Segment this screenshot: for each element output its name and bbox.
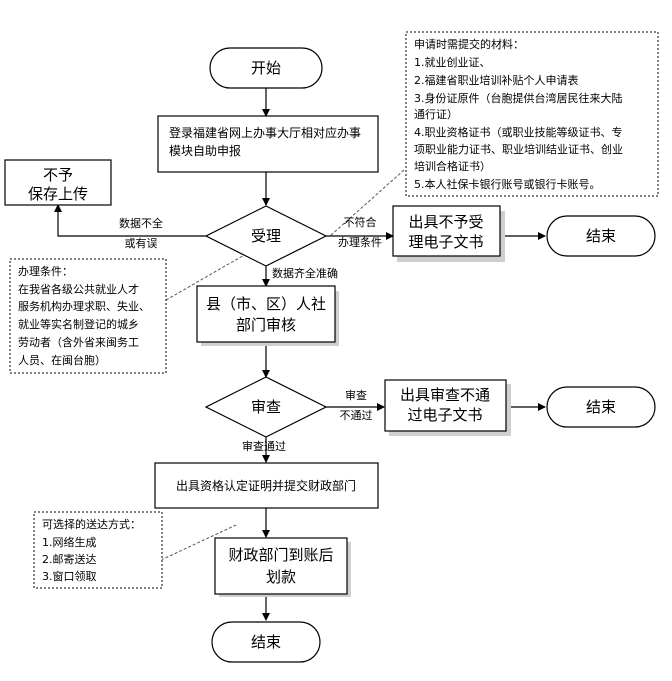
certify-node: 出具资格认定证明并提交财政部门 xyxy=(154,462,379,509)
connectors xyxy=(54,88,546,621)
login-line-1: 登录福建省网上办事大厅相对应办事 xyxy=(169,125,361,140)
login-node: 登录福建省网上办事大厅相对应办事 模块自助申报 xyxy=(157,115,379,173)
label-review-pass: 审查通过 xyxy=(242,439,286,453)
delivery-line-1: 1.网络生成 xyxy=(42,535,97,549)
conditions-line-1: 在我省各级公共就业人才 xyxy=(18,282,139,296)
reject-doc-line-2: 理电子文书 xyxy=(408,233,483,251)
end-label-2: 结束 xyxy=(586,398,616,416)
conditions-line-3: 就业等实名制登记的城乡 xyxy=(18,317,139,331)
materials-line-4: 通行证） xyxy=(414,108,458,121)
materials-line-5: 4.职业资格证书（或职业技能等级证书、专 xyxy=(414,125,623,139)
login-line-2: 模块自助申报 xyxy=(169,143,241,158)
label-complete: 数据齐全准确 xyxy=(272,266,338,280)
materials-line-0: 申请时需提交的材料： xyxy=(414,37,524,51)
materials-line-1: 1.就业创业证、 xyxy=(414,55,491,69)
reject-save-node: 不予 保存上传 xyxy=(4,159,112,206)
materials-note: 申请时需提交的材料： 1.就业创业证、 2.福建省职业培训补贴个人申请表 3.身… xyxy=(405,31,659,197)
reject-doc-line-1: 出具不予受 xyxy=(408,213,483,231)
label-review-fail-1: 审查 xyxy=(345,388,367,402)
reject-save-line-2: 保存上传 xyxy=(28,185,88,203)
materials-line-2: 2.福建省职业培训补贴个人申请表 xyxy=(414,73,579,87)
materials-line-6: 项职业能力证书、职业培训结业证书、创业 xyxy=(414,142,623,156)
delivery-line-2: 2.邮寄送达 xyxy=(42,552,97,566)
label-incomplete-2: 或有误 xyxy=(125,236,158,250)
reject-doc-node: 出具不予受 理电子文书 xyxy=(392,205,505,262)
county-line-2: 部门审核 xyxy=(236,316,296,334)
delivery-line-3: 3.窗口领取 xyxy=(42,569,97,583)
conditions-line-4: 劳动者（含外省来闽务工 xyxy=(18,335,139,349)
reject-save-line-1: 不予 xyxy=(43,166,73,184)
label-not-meet-1: 不符合 xyxy=(344,215,377,229)
review-fail-doc-line-2: 过电子文书 xyxy=(407,406,482,424)
callout-lines xyxy=(160,169,405,561)
label-review-fail-2: 不通过 xyxy=(340,409,373,422)
review-fail-doc-node: 出具审查不通 过电子文书 xyxy=(384,379,511,436)
materials-line-8: 5.本人社保卡银行账号或银行卡账号。 xyxy=(414,177,601,191)
conditions-line-5: 人员、在闽台胞） xyxy=(18,353,106,367)
start-node: 开始 xyxy=(209,47,323,89)
start-label: 开始 xyxy=(251,59,281,77)
delivery-line-0: 可选择的送达方式： xyxy=(42,517,141,531)
label-incomplete-1: 数据不全 xyxy=(119,216,163,230)
finance-line-1: 财政部门到账后 xyxy=(228,546,333,564)
label-not-meet-2: 办理条件 xyxy=(338,235,382,249)
certify-label: 出具资格认定证明并提交财政部门 xyxy=(176,478,356,493)
materials-line-3: 3.身份证原件（台胞提供台湾居民往来大陆 xyxy=(414,91,623,105)
review-decision: 审查 xyxy=(204,376,328,438)
accept-label: 受理 xyxy=(251,227,281,245)
finance-node: 财政部门到账后 划款 xyxy=(214,537,351,597)
county-line-1: 县（市、区）人社 xyxy=(206,295,326,313)
review-fail-doc-line-1: 出具审查不通 xyxy=(400,386,490,404)
end-node-3: 结束 xyxy=(211,621,321,663)
finance-line-2: 划款 xyxy=(266,568,296,586)
edge-labels: 数据不全 或有误 不符合 办理条件 数据齐全准确 审查 不通过 审查通过 xyxy=(119,215,382,453)
county-node: 县（市、区）人社 部门审核 xyxy=(196,285,339,346)
materials-line-7: 培训合格证书） xyxy=(414,159,491,173)
review-label: 审查 xyxy=(251,398,281,416)
conditions-line-0: 办理条件： xyxy=(18,264,73,278)
accept-decision: 受理 xyxy=(204,205,328,267)
end-node-2: 结束 xyxy=(546,386,656,428)
delivery-note: 可选择的送达方式： 1.网络生成 2.邮寄送达 3.窗口领取 xyxy=(33,511,163,589)
end-label-1: 结束 xyxy=(586,227,616,245)
conditions-line-2: 服务机构办理求职、失业、 xyxy=(18,299,150,313)
end-label-3: 结束 xyxy=(251,633,281,651)
conditions-note: 办理条件： 在我省各级公共就业人才 服务机构办理求职、失业、 就业等实名制登记的… xyxy=(9,258,167,374)
end-node-1: 结束 xyxy=(546,215,656,257)
